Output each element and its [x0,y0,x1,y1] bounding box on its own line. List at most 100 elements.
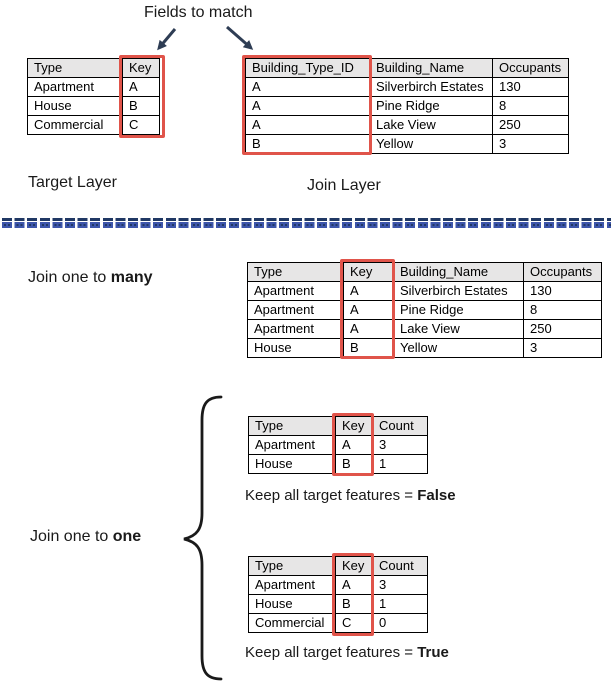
table-cell: Commercial [248,613,336,633]
table-cell: B [343,338,394,358]
keep-false-caption: Keep all target features = False [245,487,456,504]
table-cell: 1 [372,454,428,474]
table-cell: Apartment [27,77,123,97]
table-cell: 130 [523,281,602,301]
join-one-to-one-label: Join one to one [30,528,141,546]
table-cell: B [335,454,373,474]
table-cell: Commercial [27,115,123,135]
column-header: Key [122,58,160,78]
arrow-to-target-key-icon [157,28,177,51]
table-cell: A [343,300,394,320]
column-header: Building_Name [369,58,493,78]
join-one-to-many-label-prefix: Join one to [28,269,111,286]
table-cell: Yellow [393,338,524,358]
table-cell: Apartment [247,300,344,320]
table-cell: Yellow [369,134,493,154]
table-cell: Pine Ridge [393,300,524,320]
section-divider [2,218,611,228]
table-cell: Lake View [369,115,493,135]
table-cell: Apartment [248,435,336,455]
table-cell: Silverbirch Estates [393,281,524,301]
column-header: Type [248,556,336,576]
table-cell: House [248,594,336,614]
table-cell: C [122,115,160,135]
table-cell: House [27,96,123,116]
table-cell: 1 [372,594,428,614]
table-cell: 250 [523,319,602,339]
table-cell: 3 [372,435,428,455]
column-header: Building_Type_ID [245,58,370,78]
join-one-to-many-label: Join one to many [28,269,153,287]
keep-true-caption: Keep all target features = True [245,644,449,661]
table-cell: B [122,96,160,116]
table-cell: Apartment [248,575,336,595]
table-cell: A [122,77,160,97]
table-cell: 3 [523,338,602,358]
column-header: Key [335,556,373,576]
table-cell: C [335,613,373,633]
table-cell: 3 [372,575,428,595]
table-cell: A [335,435,373,455]
join-layer-label: Join Layer [307,177,381,194]
column-header: Key [343,262,394,282]
table-cell: A [343,281,394,301]
table-cell: A [245,77,370,97]
column-header: Building_Name [393,262,524,282]
column-header: Type [248,416,336,436]
join-one-to-one-label-prefix: Join one to [30,528,113,545]
join-one-to-one-label-bold: one [112,528,142,545]
table-cell: A [343,319,394,339]
table-cell: Pine Ridge [369,96,493,116]
fields-to-match-label: Fields to match [144,4,253,21]
table-cell: B [335,594,373,614]
table-cell: 3 [492,134,569,154]
table-cell: Silverbirch Estates [369,77,493,97]
table-cell: 8 [523,300,602,320]
keep-true-caption-value: True [417,644,449,661]
table-cell: 8 [492,96,569,116]
table-cell: 0 [372,613,428,633]
target-layer-label: Target Layer [28,174,117,191]
join-one-to-many-label-bold: many [110,269,153,286]
column-header: Count [372,416,428,436]
table-cell: A [335,575,373,595]
column-header: Occupants [523,262,602,282]
arrow-to-join-key-icon [226,25,254,50]
fields-to-match-arrows-icon [157,25,254,51]
curly-brace-icon [183,395,223,681]
table-cell: B [245,134,370,154]
table-cell: 250 [492,115,569,135]
keep-true-caption-prefix: Keep all target features = [245,644,418,661]
keep-false-caption-value: False [417,487,456,504]
table-cell: A [245,115,370,135]
keep-false-caption-prefix: Keep all target features = [245,487,418,504]
table-cell: Apartment [247,281,344,301]
column-header: Type [247,262,344,282]
column-header: Type [27,58,123,78]
